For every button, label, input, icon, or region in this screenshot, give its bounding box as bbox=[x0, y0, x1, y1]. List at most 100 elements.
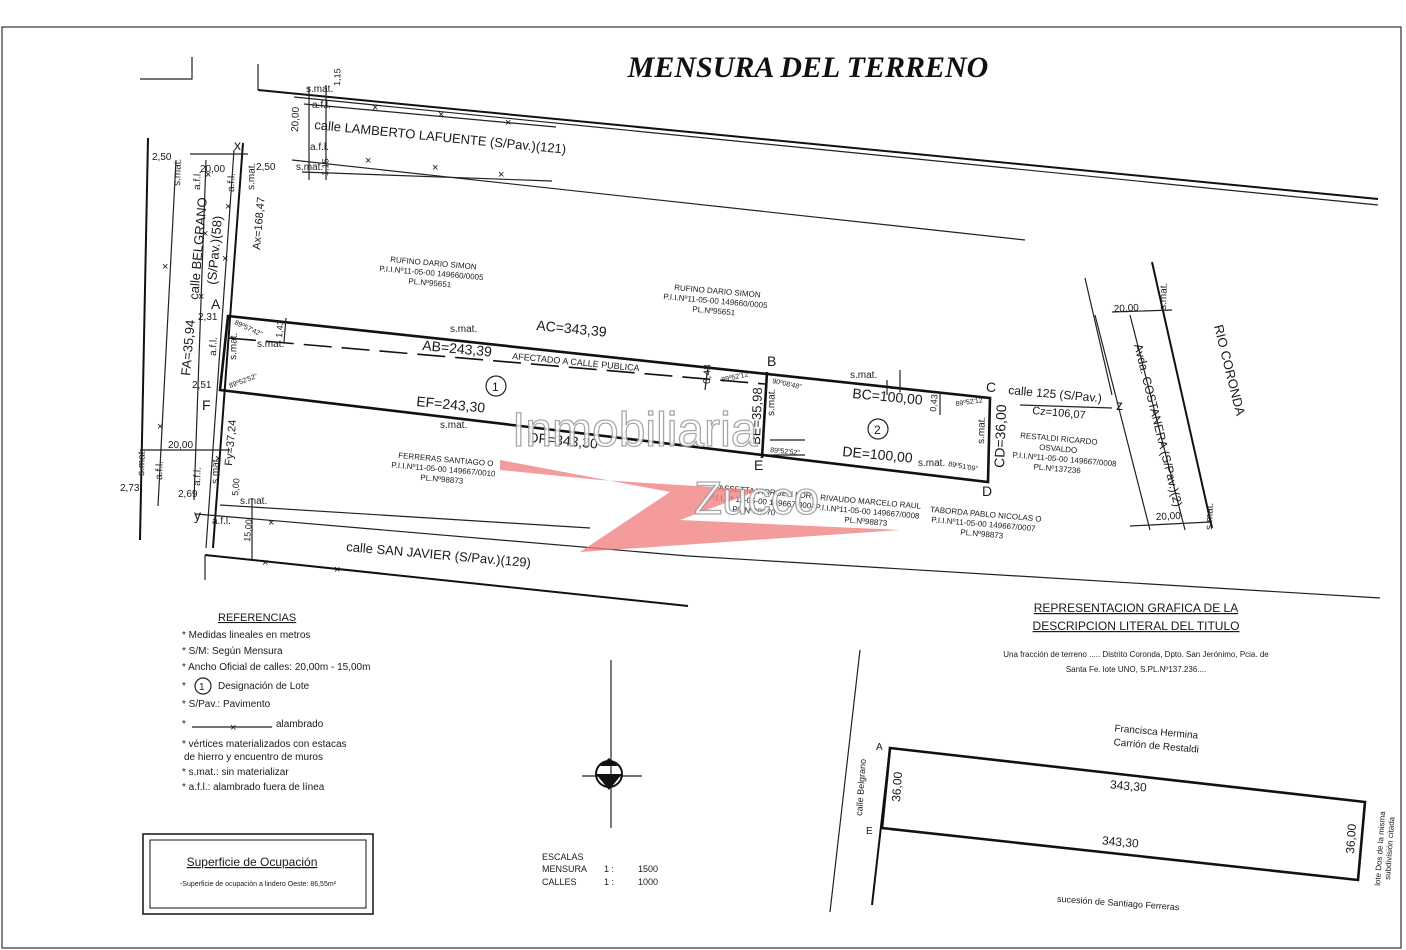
owner-5-pl: PL.Nº98873 bbox=[844, 515, 888, 528]
vertex-a: A bbox=[211, 296, 221, 312]
svg-text:×: × bbox=[162, 261, 168, 273]
dim-width-20e: 20,00 bbox=[290, 106, 302, 132]
watermark-line1: Inmobiliaria bbox=[512, 404, 758, 457]
mark-afl-7: a.f.l. bbox=[154, 461, 166, 480]
graphic-bottom-length: 343,30 bbox=[1101, 833, 1139, 850]
owner-1-pl: PL.Nº95651 bbox=[408, 277, 452, 290]
dim-width-20c: 20,00 bbox=[1114, 303, 1140, 315]
dim-043: 0,43 bbox=[928, 394, 939, 412]
watermark-line2: Zucco bbox=[694, 472, 819, 524]
graphic-left-length: 36,00 bbox=[889, 771, 905, 802]
owner-3-pl: PL.Nº98873 bbox=[420, 473, 464, 486]
dim-ab: AB=243,39 bbox=[422, 337, 493, 360]
mark-smat-5: s.mat. bbox=[440, 420, 467, 431]
reference-4-number: 1 bbox=[199, 682, 205, 693]
dim-width-20a: 20,00 bbox=[200, 164, 225, 175]
graphic-vertex-a: A bbox=[876, 742, 883, 753]
avenue-label: Avda. COSTANERA (S/Pav.)(2) bbox=[1131, 342, 1185, 508]
dim-143: 1,43 bbox=[274, 320, 285, 338]
dim-df: DF=343,30 bbox=[528, 429, 599, 452]
graphic-east-2: subdivisión citada bbox=[1383, 816, 1396, 880]
mark-smat-1: s.mat. bbox=[306, 84, 333, 95]
dim-ax: Ax=168,47 bbox=[251, 197, 268, 251]
dim-115b: 1,15 bbox=[320, 158, 331, 176]
mark-smat-16: s.mat. bbox=[1158, 283, 1170, 311]
svg-text:×: × bbox=[205, 169, 211, 181]
dimension-labels: AC=343,39 AB=243,39 BC=100,00 EF=243,30 … bbox=[120, 68, 1216, 542]
graphic-south-owner: sucesión de Santiago Ferreras bbox=[1057, 894, 1180, 913]
svg-text:×: × bbox=[268, 517, 274, 529]
street-125-label: calle 125 (S/Pav.) bbox=[1008, 383, 1103, 405]
sheet-border bbox=[1, 26, 1402, 949]
angle-c: 89º52'12" bbox=[955, 397, 986, 408]
reference-7b: de hierro y encuentro de muros bbox=[184, 752, 323, 763]
reference-4: Designación de Lote bbox=[218, 681, 310, 692]
owner-4-pl: PL.Nº98970 bbox=[732, 505, 776, 518]
vertex-f: F bbox=[202, 397, 211, 413]
svg-text:×: × bbox=[334, 564, 340, 576]
dim-231: 2,31 bbox=[198, 312, 218, 323]
mark-smat-3: s.mat. bbox=[450, 324, 477, 335]
graphic-street: calle Belgrano bbox=[854, 759, 868, 817]
vertex-c: C bbox=[986, 379, 996, 395]
lot-2-circle bbox=[867, 418, 889, 440]
dim-043-b: 0,43 bbox=[702, 364, 714, 384]
reference-6: alambrado bbox=[276, 719, 324, 730]
mark-afl-5: a.f.l. bbox=[226, 173, 238, 192]
owner-7-pl: PL.Nº137236 bbox=[1033, 462, 1082, 475]
svg-text:×: × bbox=[222, 253, 228, 265]
reference-8: * s.mat.: sin materializar bbox=[182, 767, 289, 778]
dim-1500: 15,00 bbox=[242, 519, 254, 542]
fence-marks: ××× ××× ××× ××× ××× ×× bbox=[157, 102, 511, 576]
reference-5: * S/Pav.: Pavimento bbox=[182, 699, 271, 710]
graphic-top-length: 343,30 bbox=[1109, 777, 1147, 794]
graphic-title-2: DESCRIPCION LITERAL DEL TITULO bbox=[1033, 619, 1240, 633]
svg-text:×: × bbox=[498, 169, 504, 181]
mark-smat-4: s.mat. bbox=[257, 339, 284, 350]
watermark-z-shape bbox=[500, 460, 900, 552]
dim-width-20b: 20,00 bbox=[168, 440, 193, 451]
angle-e: 89º52'52" bbox=[770, 447, 801, 457]
mark-afl-6: a.f.l. bbox=[208, 337, 220, 356]
owner-6-pl: PL.Nº98873 bbox=[960, 528, 1004, 541]
svg-text:×: × bbox=[365, 155, 371, 167]
fence-symbol-icon: × bbox=[230, 722, 236, 734]
vertex-d: D bbox=[982, 483, 992, 499]
svg-text:×: × bbox=[505, 117, 511, 129]
scales-title: ESCALAS bbox=[542, 852, 584, 862]
svg-text:×: × bbox=[262, 557, 268, 569]
dim-de: DE=100,00 bbox=[842, 443, 914, 466]
vertex-z: z bbox=[1116, 397, 1123, 413]
mark-smat-7: s.mat. bbox=[918, 458, 945, 469]
reference-lot-circle bbox=[194, 677, 212, 695]
street-west-sub-label: (S/Pav.)(58) bbox=[204, 215, 225, 285]
reference-2: * S/M: Según Mensura bbox=[182, 646, 283, 657]
svg-text:×: × bbox=[202, 228, 208, 240]
scales-value-1: 1500 bbox=[638, 864, 658, 874]
scales-value-2: 1000 bbox=[638, 877, 658, 887]
scales-label-2: CALLES bbox=[542, 877, 577, 887]
graphic-desc-1: Una fracción de terreno ..... Distrito C… bbox=[1003, 650, 1269, 659]
mark-afl-4: a.f.l. bbox=[192, 171, 204, 190]
reference-6-star: * bbox=[182, 719, 186, 730]
dim-ac: AC=343,39 bbox=[536, 317, 608, 340]
svg-text:×: × bbox=[432, 162, 438, 174]
reference-9: * a.f.l.: alambrado fuera de línea bbox=[182, 782, 325, 793]
svg-text:×: × bbox=[225, 201, 231, 213]
street-south-label: calle SAN JAVIER (S/Pav.)(129) bbox=[346, 539, 532, 570]
dim-fy: Fy=37,24 bbox=[223, 419, 239, 466]
dim-500: 5,00 bbox=[230, 478, 241, 496]
dim-width-20d: 20,00 bbox=[1156, 511, 1182, 523]
reference-1: * Medidas lineales en metros bbox=[182, 630, 310, 641]
street-lines bbox=[139, 57, 1381, 607]
dim-fa: FA=35,94 bbox=[178, 319, 198, 376]
mark-smat-2: s.mat. bbox=[296, 162, 323, 173]
mark-smat-14: s.mat. bbox=[766, 389, 778, 417]
svg-text:×: × bbox=[198, 291, 204, 303]
owner-7-name2: OSVALDO bbox=[1039, 443, 1078, 455]
mark-smat-9: s.mat. bbox=[172, 159, 184, 187]
mark-smat-11: s.mat. bbox=[228, 333, 240, 361]
mark-smat-8: s.mat. bbox=[240, 496, 267, 507]
